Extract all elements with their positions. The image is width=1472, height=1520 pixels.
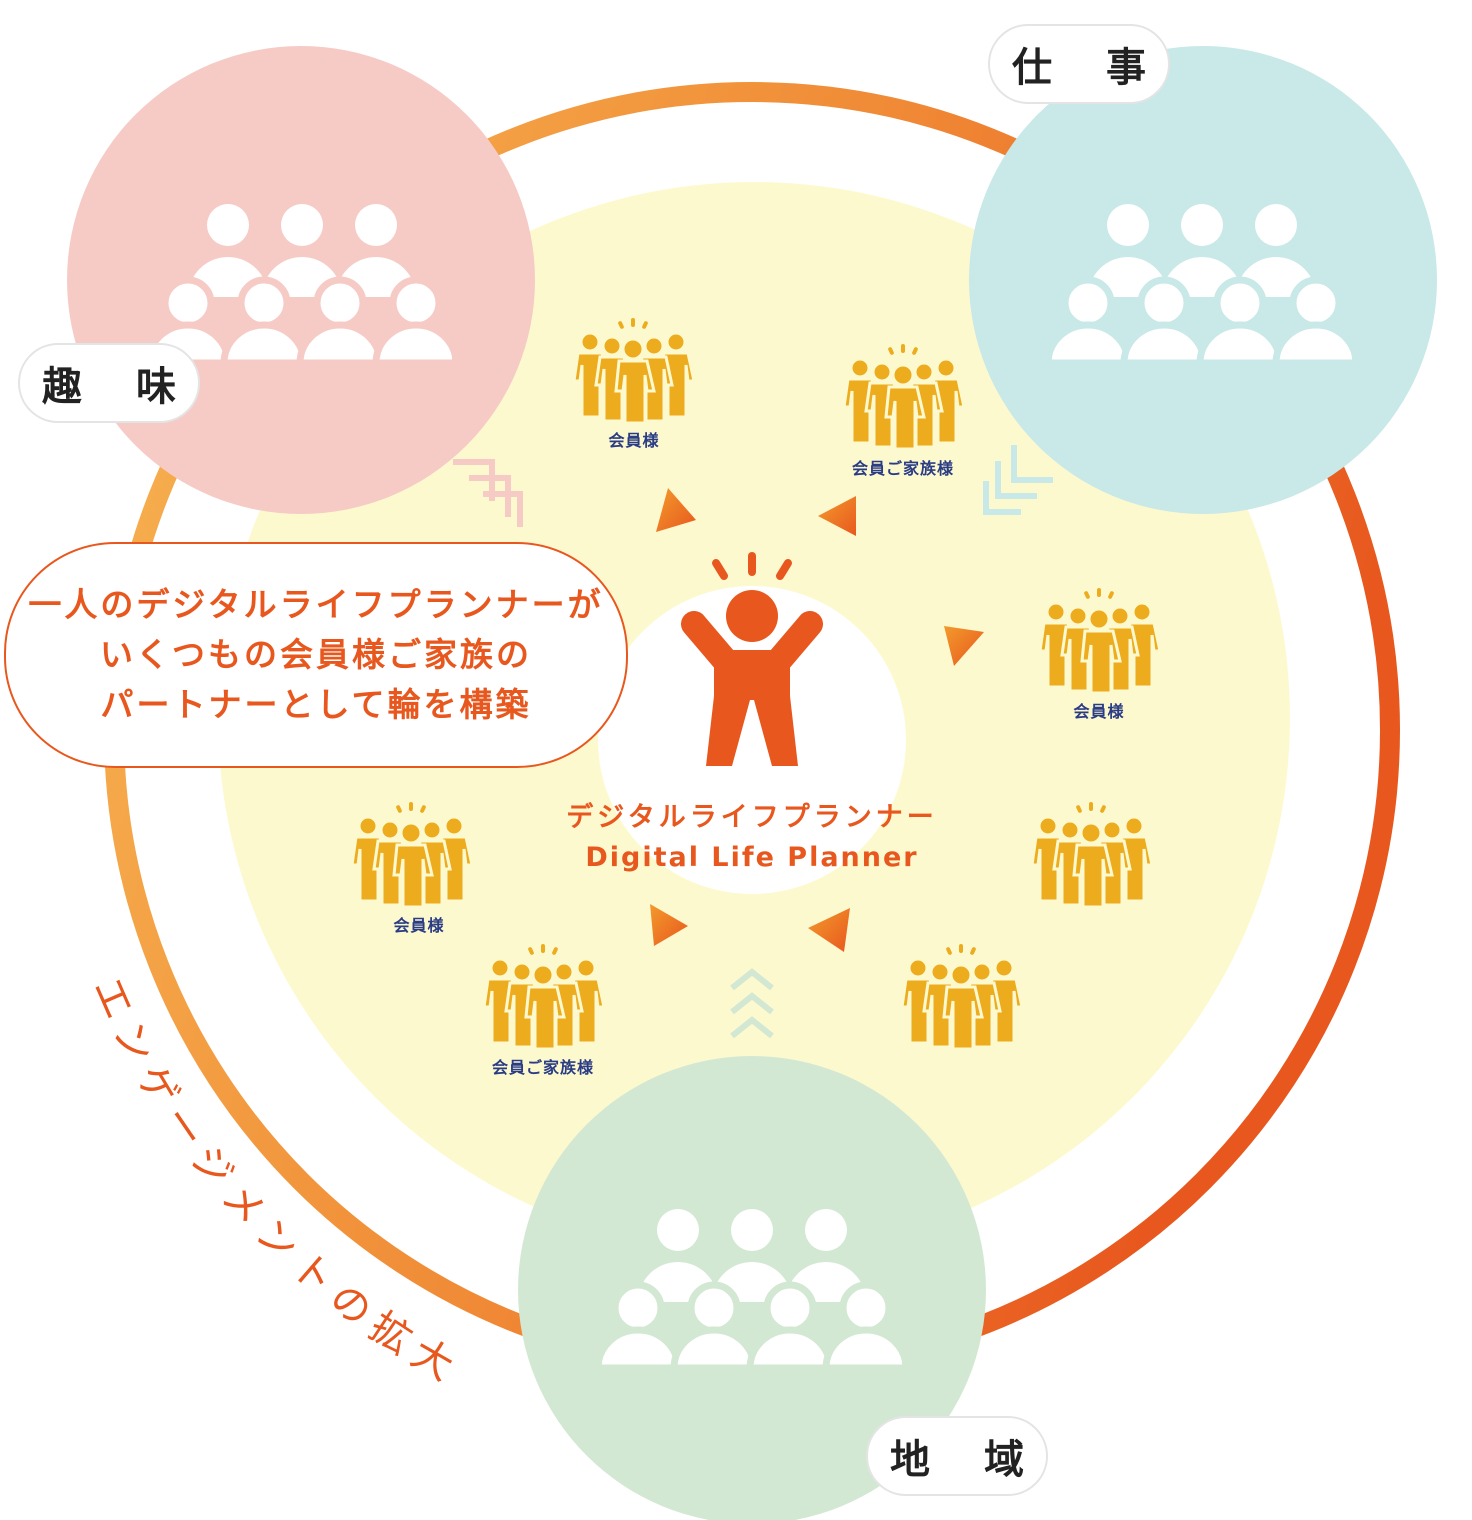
work-label: 仕 事 [1012,45,1166,91]
hobby-pill: 趣 味 [18,343,200,423]
member-group-label: 会員様 [1073,702,1124,721]
arrow-icon [944,626,984,666]
work-chevrons-icon [983,445,1053,515]
callout-line: パートナーとして輪を構築 [100,685,532,724]
arrow-icon [818,496,856,536]
member-group-label: 会員ご家族様 [492,1058,594,1077]
arrow-icon [808,908,850,952]
work-pill: 仕 事 [988,24,1170,104]
callout-line: いくつもの会員様ご家族の [100,635,532,674]
center-title-en: Digital Life Planner [585,842,918,873]
arrows [650,488,984,952]
hobby-chevrons-icon [453,459,523,527]
member-group-label: 会員様 [608,431,659,450]
community-label: 地 域 [890,1437,1044,1483]
arrow-icon [656,488,696,532]
member-group-label: 会員様 [393,916,444,935]
community-chevrons-icon [730,968,774,1039]
callout-line: 一人のデジタルライフプランナーが [28,585,604,624]
arrow-icon [650,904,688,946]
callout-box: 一人のデジタルライフプランナーが いくつもの会員様ご家族の パートナーとして輪を… [4,542,628,768]
planner-figure-icon [681,552,823,766]
member-group-label: 会員ご家族様 [852,459,954,478]
hobby-label: 趣 味 [42,364,196,410]
community-pill: 地 域 [866,1416,1048,1496]
center-title-ja: デジタルライフプランナー [566,801,937,833]
center-disc [598,586,906,894]
